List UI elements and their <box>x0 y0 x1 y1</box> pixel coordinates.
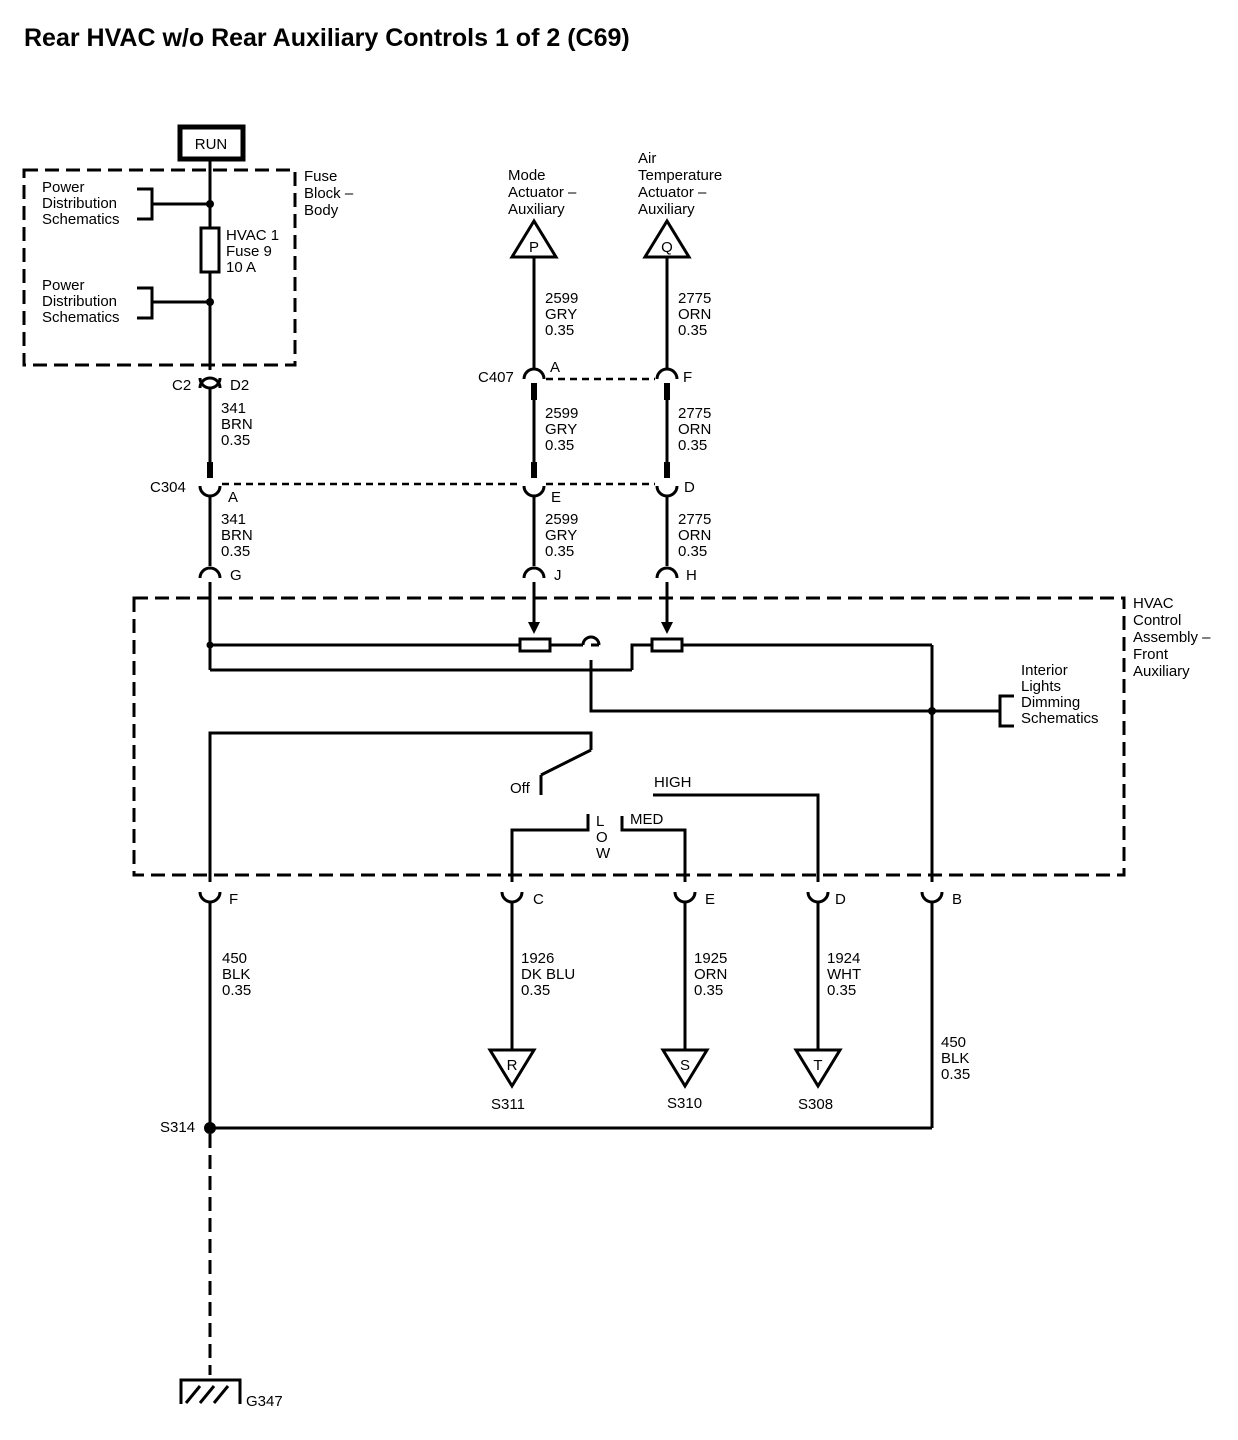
wire-1925-label: 1925 ORN 0.35 <box>694 950 732 999</box>
wire-450-label-left: 450 BLK 0.35 <box>222 950 255 999</box>
connector-g: G <box>230 567 242 584</box>
run-label-box: RUN <box>177 124 246 162</box>
wire-1926-label: 1926 DK BLU 0.35 <box>521 950 579 999</box>
splice-node-s314 <box>204 1122 216 1134</box>
ref-triangle-t <box>793 1048 843 1089</box>
connector-c407-a: A <box>550 359 560 376</box>
ground-symbol <box>179 1378 242 1404</box>
fuse-label: HVAC 1 Fuse 9 10 A <box>226 227 283 276</box>
connector-j: J <box>554 567 562 584</box>
splice-s310: S310 <box>667 1095 702 1112</box>
connector-c304-e: E <box>551 489 561 506</box>
connector-c304-a: A <box>228 489 238 506</box>
ground-g347: G347 <box>246 1393 283 1410</box>
connector-c407: C407 <box>478 369 514 386</box>
interior-lights-dimming-label: Interior Lights Dimming Schematics <box>1021 662 1099 727</box>
hvac-control-assembly-boundary <box>132 596 1126 877</box>
switch-med-label: MED <box>630 811 664 828</box>
wire-341-label-a: 341 BRN 0.35 <box>221 400 257 449</box>
fuse-block-boundary <box>22 168 297 367</box>
connector-h: H <box>686 567 697 584</box>
power-distribution-schematics-1: Power Distribution Schematics <box>42 179 121 228</box>
connector-e: E <box>705 891 715 908</box>
switch-low-label: L O W <box>596 813 612 862</box>
svg-text:P: P <box>529 239 539 256</box>
mode-actuator-label: Mode Actuator – Auxiliary <box>508 167 581 218</box>
connector-c304-d: D <box>684 479 695 496</box>
wire-2599-label-top: 2599 GRY 0.35 <box>545 290 583 339</box>
connector-d2: D2 <box>230 377 249 394</box>
connector-c304: C304 <box>150 479 186 496</box>
wire-2599-label-bot: 2599 GRY 0.35 <box>545 511 583 560</box>
splice-s314: S314 <box>160 1119 195 1136</box>
splice-s311: S311 <box>491 1096 525 1113</box>
ref-triangle-r <box>487 1048 537 1089</box>
fuse-9 <box>199 226 221 274</box>
wire-2775-label-top: 2775 ORN 0.35 <box>678 290 716 339</box>
connector-d: D <box>835 891 846 908</box>
wire-1924-label: 1924 WHT 0.35 <box>827 950 865 999</box>
wire-2775-label-bot: 2775 ORN 0.35 <box>678 511 716 560</box>
switch-off-label: Off <box>510 780 531 797</box>
connector-c2: C2 <box>172 377 191 394</box>
svg-text:Q: Q <box>661 239 673 256</box>
connector-c: C <box>533 891 544 908</box>
splice-s308: S308 <box>798 1096 833 1113</box>
wire-2599-label-mid: 2599 GRY 0.35 <box>545 405 583 454</box>
page-title: Rear HVAC w/o Rear Auxiliary Controls 1 … <box>24 24 630 52</box>
wire-2775-label-mid: 2775 ORN 0.35 <box>678 405 716 454</box>
connector-f: F <box>229 891 238 908</box>
power-distribution-schematics-2: Power Distribution Schematics <box>42 277 121 326</box>
svg-text:S: S <box>680 1057 690 1074</box>
wire-450-label-right: 450 BLK 0.35 <box>941 1034 974 1083</box>
fuse-block-label: Fuse Block – Body <box>304 168 357 219</box>
connector-b: B <box>952 891 962 908</box>
switch-high-label: HIGH <box>654 774 692 791</box>
wire-341-label-b: 341 BRN 0.35 <box>221 511 257 560</box>
svg-text:T: T <box>813 1057 822 1074</box>
connector-c407-f: F <box>683 369 692 386</box>
svg-text:RUN: RUN <box>195 136 228 153</box>
svg-text:R: R <box>507 1057 518 1074</box>
ref-triangle-s <box>660 1048 710 1089</box>
hvac-control-label: HVAC Control Assembly – Front Auxiliary <box>1133 595 1215 680</box>
air-temp-actuator-label: Air Temperature Actuator – Auxiliary <box>638 150 726 218</box>
